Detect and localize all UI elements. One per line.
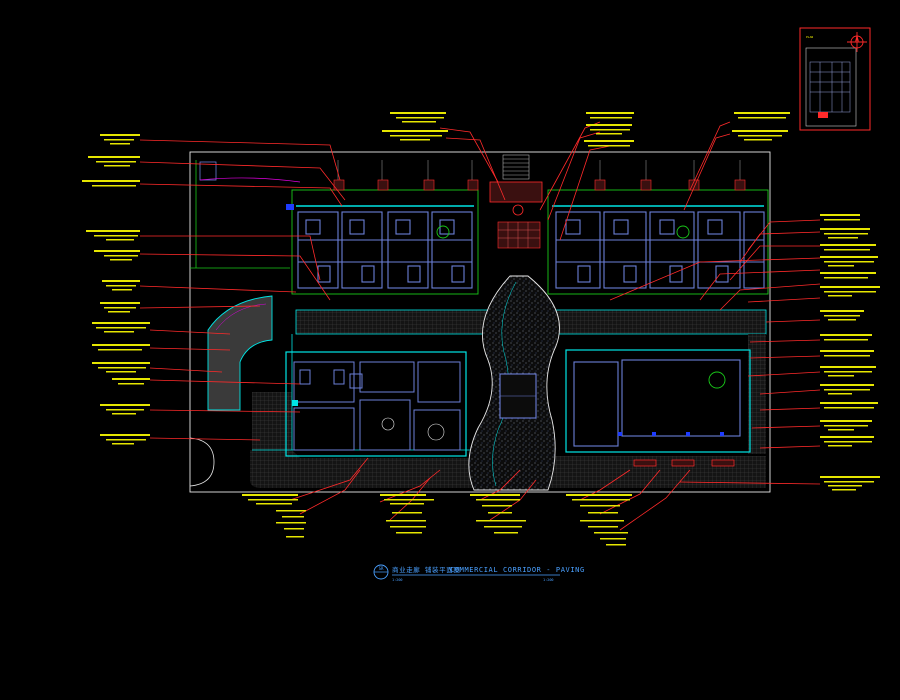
retail-units-left <box>286 160 479 295</box>
drawing-title-cn: 商业走廊 铺装平面图 <box>392 565 460 574</box>
svg-text:PLAN: PLAN <box>806 35 813 39</box>
curved-ramp <box>189 295 273 487</box>
central-stream <box>468 275 560 491</box>
key-plan: PLAN <box>799 27 871 131</box>
retail-block <box>565 349 751 467</box>
compass-icon <box>847 32 867 52</box>
drawing-title-block: SR 商业走廊 铺装平面图 COMMERCIAL CORRIDOR - PAVI… <box>373 564 585 582</box>
drawing-scale: 1:200 <box>392 578 403 582</box>
retail-units-right <box>547 160 769 295</box>
club-house <box>285 351 467 457</box>
section-marker-icon: SR <box>373 564 389 580</box>
entrance-steps <box>489 154 543 249</box>
drawing-scale-right: 1:200 <box>543 578 554 582</box>
annotation-notes <box>82 112 880 546</box>
drawing-title-en: COMMERCIAL CORRIDOR - PAVING <box>450 566 585 574</box>
room-label: SR <box>379 566 384 571</box>
